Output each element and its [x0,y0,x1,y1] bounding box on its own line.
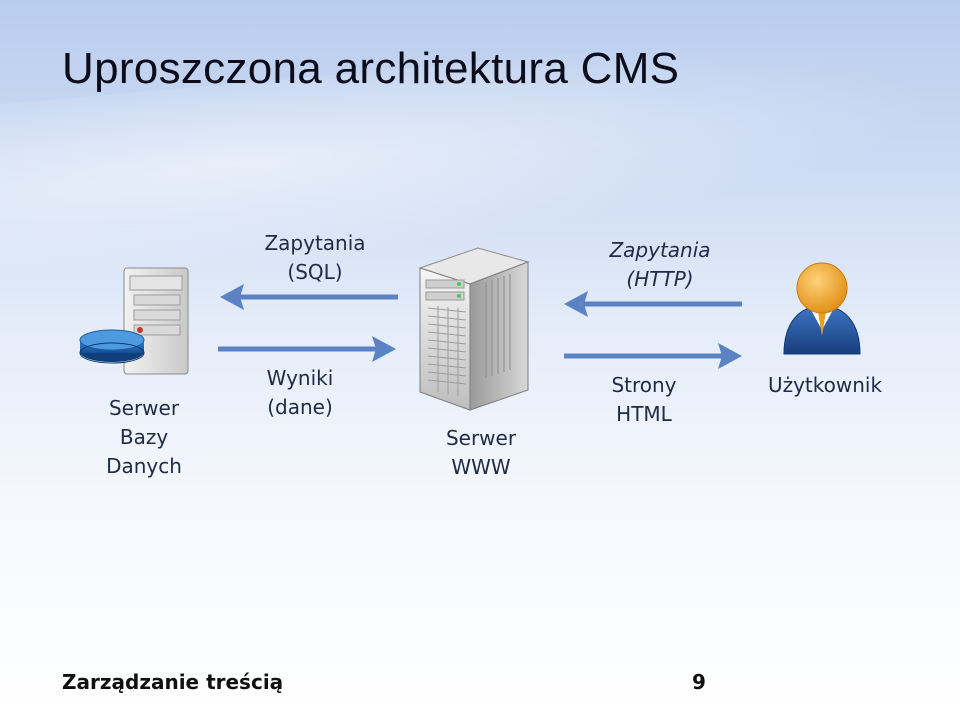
node-label-db-server: Serwer Bazy Danych [106,396,182,478]
edge-label-sql: Zapytania (SQL) [264,231,366,284]
node-label-web-server: Serwer WWW [445,426,517,479]
user-icon [783,262,861,355]
arrow-sql-request [220,284,398,310]
edge-label-html: Strony HTML [611,373,677,426]
footer-title: Zarządzanie treścią [62,670,284,694]
database-server-icon [79,267,189,375]
slide-title: Uproszczona architektura CMS [62,44,680,93]
server-tower-icon [418,247,530,411]
arrow-http-request [564,291,742,317]
edge-label-results: Wyniki (dane) [266,366,334,419]
node-label-user: Użytkownik [767,373,883,397]
page-number: 9 [692,670,706,694]
arrow-html-pages [564,343,742,369]
edge-label-http: Zapytania (HTTP) [609,238,711,291]
arrow-results [218,336,396,362]
